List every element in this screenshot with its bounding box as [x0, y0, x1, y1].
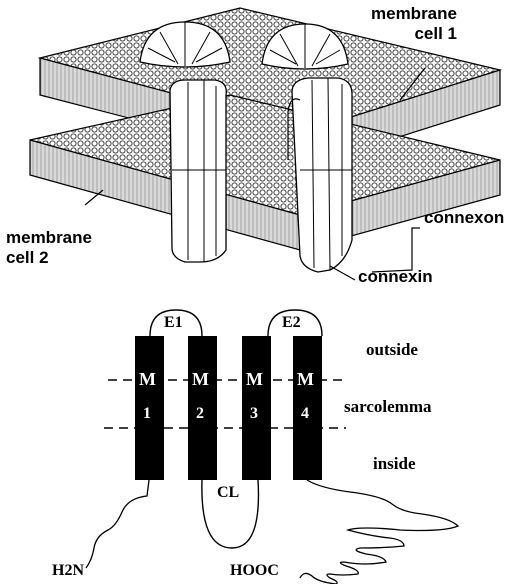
loop-e1-label: E1: [164, 314, 183, 332]
connexon-bracket: [372, 228, 420, 272]
membrane-cell2-label-line2: cell 2: [6, 248, 92, 268]
region-outside-label: outside: [366, 340, 418, 360]
segment-m3-number: 3: [250, 405, 258, 423]
segment-m3-letter: M: [246, 369, 263, 390]
n-terminus-tail: [86, 480, 149, 568]
segment-m1-number: 1: [143, 405, 151, 423]
region-inside-label: inside: [373, 454, 416, 474]
c-terminus-tail: [300, 480, 458, 584]
n-terminus-label: H2N: [52, 562, 84, 580]
connexin-leader: [330, 266, 355, 280]
segment-m4-number: 4: [301, 405, 309, 423]
connexin-label: connexin: [358, 267, 433, 287]
membrane-cell1-label-line1: membrane: [371, 4, 457, 24]
segment-m2-number: 2: [196, 405, 204, 423]
connexon-channel-left: [170, 80, 226, 262]
connexon-label: connexon: [424, 208, 504, 228]
loop-cl-label: CL: [217, 484, 239, 502]
membrane-cell1-label-line2: cell 1: [371, 24, 457, 44]
segment-m2-letter: M: [192, 369, 209, 390]
segment-m4-letter: M: [297, 369, 314, 390]
membrane-cell2-label-line1: membrane: [6, 228, 92, 248]
membrane-cell2-label: membrane cell 2: [6, 228, 92, 267]
membrane-cell1-label: membrane cell 1: [371, 4, 457, 43]
region-sarcolemma-label: sarcolemma: [344, 397, 432, 417]
c-terminus-label: HOOC: [230, 562, 279, 580]
segment-m1-letter: M: [139, 369, 156, 390]
loop-e2-label: E2: [282, 314, 301, 332]
